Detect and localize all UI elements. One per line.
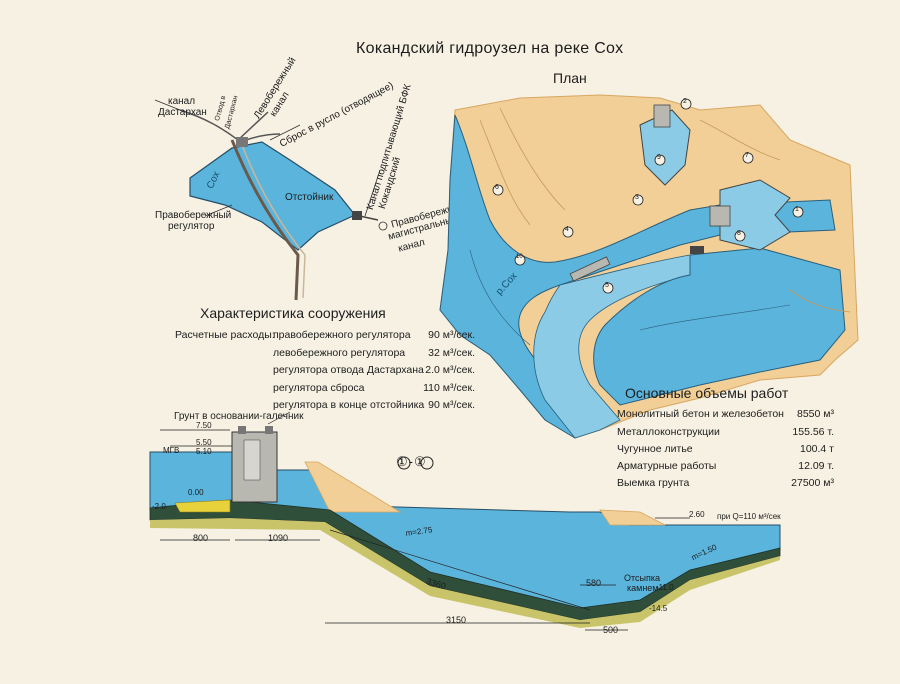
scheme-label-right-reg-1: Правобережный	[155, 210, 232, 221]
elev-5-10: 5.10	[196, 447, 212, 456]
elev-5-50: 5.50	[196, 438, 212, 447]
dim-3150: 3150	[446, 615, 467, 625]
plan-marker-4: 5	[605, 282, 609, 289]
page-title: Кокандский гидроузел на реке Сох	[356, 40, 624, 57]
elev-minus-2: -2.0	[152, 502, 166, 511]
plan-marker-10: 10	[516, 254, 523, 260]
characteristics-title: Характеристика сооружения	[200, 305, 386, 321]
stone-fill-2: камнем	[627, 583, 659, 593]
dim-500: 500	[603, 625, 619, 635]
mgv-label: МГВ	[163, 446, 180, 455]
section-mark: ①-①	[396, 454, 427, 469]
char-row-name: регулятора отвода Дастархана	[273, 364, 424, 376]
char-row-value: 32 м³/сек.	[428, 347, 475, 359]
characteristics-lead: Расчетные расходы:	[175, 329, 275, 341]
volumes-title: Основные объемы работ	[625, 385, 789, 401]
char-row-value: 90 м³/сек.	[428, 399, 475, 411]
dim-1090: 1090	[268, 533, 289, 543]
elev-minus-14-5: -14.5	[649, 604, 668, 613]
scheme-label-canal: канал	[168, 96, 196, 107]
char-row-name: регулятора в конце отстойника	[273, 399, 425, 411]
scheme-label-right-reg-2: регулятор	[168, 221, 215, 232]
plan-marker-9: 9	[657, 154, 661, 161]
char-row-value: 2.0 м³/сек.	[425, 364, 475, 376]
plan-marker-2: 3	[635, 194, 639, 201]
plan-marker-3: 4	[565, 226, 569, 233]
char-row-name: левобережного регулятора	[273, 347, 406, 359]
stone-fill-1: Отсыпка	[624, 573, 661, 583]
vol-row-name: Выемка грунта	[617, 477, 690, 489]
vol-row-value: 12.09 т.	[798, 460, 834, 472]
plan-marker-6: 6	[495, 184, 499, 191]
dim-580: 580	[586, 578, 602, 588]
elev-minus-11: -11.0	[656, 583, 674, 592]
elev-2-60: 2.60	[689, 510, 705, 519]
plan-title: План	[553, 70, 587, 86]
ground-note: Грунт в основании-галечник	[174, 411, 304, 422]
plan-marker-8: 8	[737, 230, 741, 237]
char-row-value: 110 м³/сек.	[423, 382, 475, 394]
vol-row-name: Металлоконструкции	[617, 426, 720, 438]
vol-row-name: Чугунное литье	[617, 443, 693, 455]
elev-7-50: 7.50	[196, 421, 212, 430]
char-row-name: регулятора сброса	[273, 382, 365, 394]
flow-note: при Q=110 м³/сек	[717, 512, 781, 521]
dim-800: 800	[193, 533, 209, 543]
plan-marker-1: 2	[683, 98, 687, 105]
vol-row-value: 8550 м³	[797, 408, 834, 420]
plan-marker-5: 1	[795, 206, 799, 213]
vol-row-value: 100.4 т	[799, 443, 834, 455]
char-row-value: 90 м³/сек.	[428, 329, 475, 341]
vol-row-name: Монолитный бетон и железобетон	[617, 408, 784, 420]
plan-marker-7: 7	[745, 152, 749, 159]
vol-row-name: Арматурные работы	[617, 460, 717, 472]
vol-row-value: 155.56 т.	[792, 426, 834, 438]
char-row-name: правобережного регулятора	[273, 329, 411, 341]
scheme-label-dastarhan: Дастархан	[158, 107, 207, 118]
scheme-label-settler: Отстойник	[285, 192, 334, 203]
elev-0-00: 0.00	[188, 488, 204, 497]
vol-row-value: 27500 м³	[791, 477, 834, 489]
